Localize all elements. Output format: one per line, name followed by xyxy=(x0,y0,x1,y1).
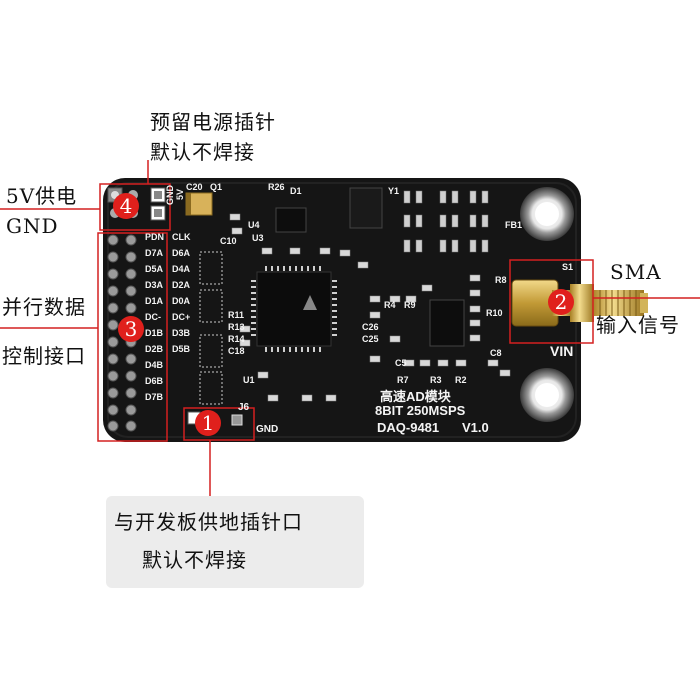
resistor-packs xyxy=(199,251,223,405)
pin-label: D5B xyxy=(172,344,191,354)
ref-s1: S1 xyxy=(562,262,574,272)
pin-label: DC- xyxy=(145,312,161,322)
ref-c10: C10 xyxy=(220,236,237,246)
header-5v-label: 5V xyxy=(175,188,185,200)
j6-label: J6 xyxy=(238,402,250,413)
ref-r11: R11 xyxy=(228,310,245,320)
label-sma: SMA xyxy=(610,260,662,284)
pin-label: D7B xyxy=(145,392,164,402)
ref-r7: R7 xyxy=(397,375,409,385)
passive-components xyxy=(229,213,511,402)
marker-4: 4 xyxy=(113,193,139,219)
pin-label: D2A xyxy=(172,280,191,290)
label-parallel-data: 并行数据 xyxy=(2,295,86,319)
ref-c20: C20 xyxy=(186,182,203,192)
ref-d1: D1 xyxy=(290,186,302,196)
pin-label: D5A xyxy=(145,264,164,274)
regulator-chip xyxy=(275,207,307,233)
label-control-interface: 控制接口 xyxy=(2,344,86,368)
marker-1: 1 xyxy=(195,410,221,436)
label-ground-pin-default: 默认不焊接 xyxy=(142,548,247,572)
balun-chip xyxy=(429,299,465,347)
callout-box-ground xyxy=(183,407,255,441)
pin-label: D1A xyxy=(145,296,164,306)
label-ground-pin-note: 与开发板供地插针口 xyxy=(114,510,303,534)
board-title: 高速AD模块 xyxy=(380,389,451,404)
ref-r8: R8 xyxy=(495,275,507,285)
pin-label-column-2: CLK D6A D4A D2A D0A DC+ D3B D5B xyxy=(172,232,202,360)
adc-chip xyxy=(251,266,337,352)
ref-r3: R3 xyxy=(430,375,442,385)
pin-label: D3A xyxy=(145,280,164,290)
board-version: V1.0 xyxy=(462,420,489,435)
ref-r14: R14 xyxy=(228,334,245,344)
ref-c5: C5 xyxy=(395,358,407,368)
ref-fb1: FB1 xyxy=(505,220,523,230)
vin-label: VIN xyxy=(550,343,574,359)
callout-box-power xyxy=(99,183,171,231)
pin-label: D4A xyxy=(172,264,191,274)
pin-label: D3B xyxy=(172,328,191,338)
ref-u3: U3 xyxy=(252,233,264,243)
pin-label: D2B xyxy=(145,344,164,354)
label-reserved-power-default: 默认不焊接 xyxy=(150,140,255,164)
callout-box-parallel xyxy=(97,232,168,442)
ref-r2: R2 xyxy=(455,375,467,385)
pin-label: D1B xyxy=(145,328,164,338)
board-spec: 8BIT 250MSPS xyxy=(375,403,466,418)
parallel-header-pins xyxy=(107,234,137,432)
pin-label: D6A xyxy=(172,248,191,258)
ref-y1: Y1 xyxy=(388,186,400,196)
pin-label: CLK xyxy=(172,232,191,242)
note-box xyxy=(106,496,364,588)
capacitor-array xyxy=(403,190,489,253)
label-5v-supply: 5V供电 xyxy=(6,184,78,208)
pin-label: DC+ xyxy=(172,312,191,322)
ref-r10: R10 xyxy=(486,308,503,318)
label-input-signal: 输入信号 xyxy=(596,313,680,337)
gnd-pad-label: GND xyxy=(256,424,279,435)
ref-u1: U1 xyxy=(243,375,255,385)
ref-c26: C26 xyxy=(362,322,379,332)
ref-r13: R13 xyxy=(228,322,245,332)
pin-label: D0A xyxy=(172,296,191,306)
board-model: DAQ-9481 xyxy=(377,420,440,435)
ref-c25: C25 xyxy=(362,334,379,344)
ref-c8: C8 xyxy=(490,348,502,358)
pin-label: D6B xyxy=(145,376,164,386)
ref-c18: C18 xyxy=(228,346,245,356)
callout-box-sma xyxy=(509,259,594,344)
label-reserved-power-pin: 预留电源插针 xyxy=(150,110,276,134)
ref-q1: Q1 xyxy=(210,182,223,192)
oscillator xyxy=(349,187,383,229)
pin-label: PDN xyxy=(145,232,165,242)
ref-u4: U4 xyxy=(248,220,260,230)
ref-r9: R9 xyxy=(404,300,416,310)
ref-r4: R4 xyxy=(384,300,396,310)
header-gnd-label: GND xyxy=(165,185,175,205)
label-gnd: GND xyxy=(6,214,59,238)
marker-3: 3 xyxy=(118,316,144,342)
pin-label-column: PDN D7A D5A D3A D1A DC- D1B D2B D4B D6B … xyxy=(145,232,195,408)
marker-2: 2 xyxy=(548,289,574,315)
pin-label: D7A xyxy=(145,248,164,258)
ref-r26: R26 xyxy=(268,182,285,192)
pin-label: D4B xyxy=(145,360,164,370)
